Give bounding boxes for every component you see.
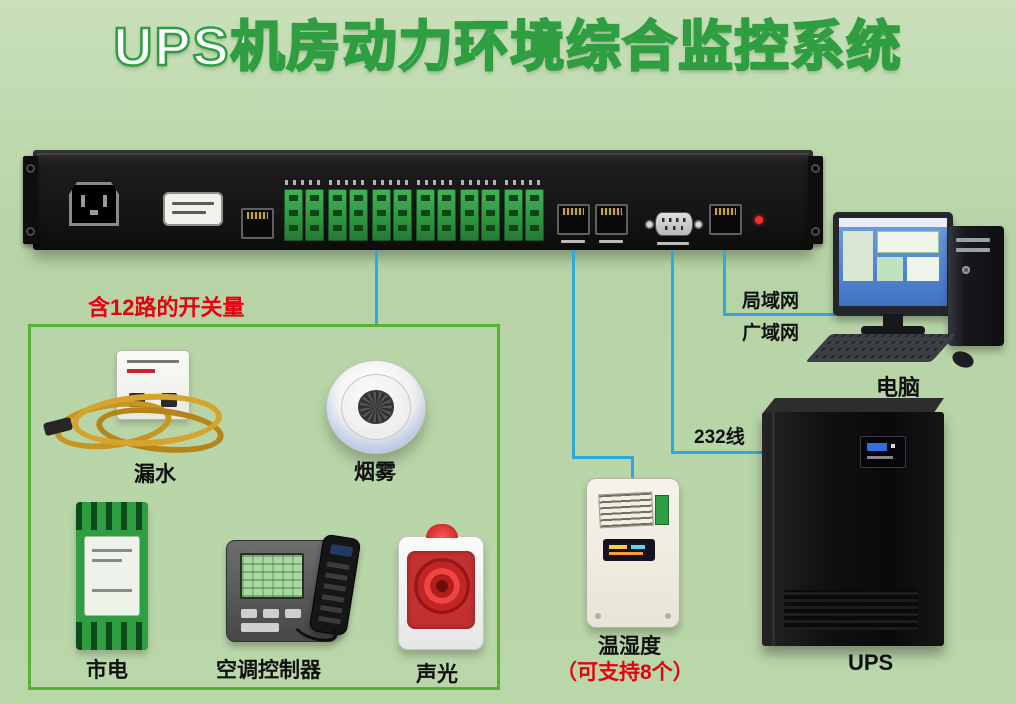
power-inlet-socket (69, 182, 119, 226)
wan-label: 广域网 (742, 323, 800, 344)
terminal-block-group (327, 180, 369, 244)
line-rs232-v (671, 250, 674, 454)
alarm-dome (426, 524, 458, 538)
sensor-group-box (28, 324, 500, 690)
ethernet-port-1 (241, 208, 274, 239)
ups-tower (762, 398, 944, 646)
screw-hole (26, 164, 35, 173)
lan-label: 局域网 (742, 291, 800, 312)
screw-hole (811, 164, 820, 173)
ethernet-port-4 (709, 204, 742, 235)
keyboard (805, 334, 957, 362)
screw-hole (26, 227, 35, 236)
ethernet-port-3 (595, 204, 628, 235)
computer-label: 电脑 (876, 375, 921, 400)
leak-sensor-module (116, 350, 190, 420)
computer-tower (948, 226, 1004, 346)
alarm-horn (414, 558, 470, 614)
ethernet-port-2 (557, 204, 590, 235)
sound-light-label: 声光 (416, 663, 458, 686)
device-label-plate (163, 192, 223, 226)
temp-humidity-label: 温湿度 (598, 635, 661, 658)
serial-db9-port (645, 210, 703, 238)
sound-light-alarm (398, 524, 484, 650)
smoke-label: 烟雾 (354, 461, 396, 484)
line-temp-sensor-v (572, 250, 575, 459)
page-title: UPS机房动力环境综合监控系统 (112, 16, 903, 79)
temp-humidity-capacity-note: （可支持8个） (556, 661, 694, 684)
ups-display (860, 436, 906, 468)
rack-ear-right (808, 156, 823, 244)
ups-front-panel (762, 412, 944, 646)
sensor-vent (598, 491, 654, 529)
mains-label: 市电 (86, 659, 128, 682)
line-lan-v (723, 250, 726, 316)
terminal-block-group (283, 180, 325, 244)
line-temp-sensor-drop (631, 456, 634, 482)
rs232-label: 232线 (694, 427, 745, 448)
mouse (949, 348, 977, 371)
line-switch-channels (375, 250, 378, 324)
line-lan-h (723, 313, 835, 316)
leak-label: 漏水 (134, 463, 176, 486)
line-temp-sensor-h (572, 456, 634, 459)
sensor-terminal (655, 495, 669, 525)
sensor-display (603, 539, 655, 561)
smoke-detector (326, 360, 426, 454)
ups-vents (784, 590, 918, 630)
ac-controller-lcd (240, 553, 304, 599)
monitoring-host-device (23, 150, 823, 250)
port-caption-mark (657, 242, 689, 245)
terminal-block-group (459, 180, 501, 244)
port-caption-mark (561, 240, 585, 243)
mains-power-module (76, 502, 148, 650)
ups-top-face (762, 398, 944, 414)
line-rs232-h (671, 451, 770, 454)
device-top-edge (37, 153, 809, 155)
ac-controller-label: 空调控制器 (216, 659, 321, 682)
port-caption-mark (599, 240, 623, 243)
switch-channels-note: 含12路的开关量 (88, 295, 245, 320)
leak-sensor-cable (42, 390, 252, 466)
monitor-screen (839, 218, 947, 306)
computer-monitor (833, 212, 953, 335)
rack-ear-left (23, 156, 38, 244)
temp-humidity-sensor (586, 478, 680, 628)
terminal-block-group (503, 180, 545, 244)
tower-power-button (962, 266, 970, 274)
status-led (755, 216, 763, 224)
terminal-block-group (371, 180, 413, 244)
ups-label: UPS (848, 650, 894, 675)
terminal-block-group (415, 180, 457, 244)
screw-hole (811, 227, 820, 236)
